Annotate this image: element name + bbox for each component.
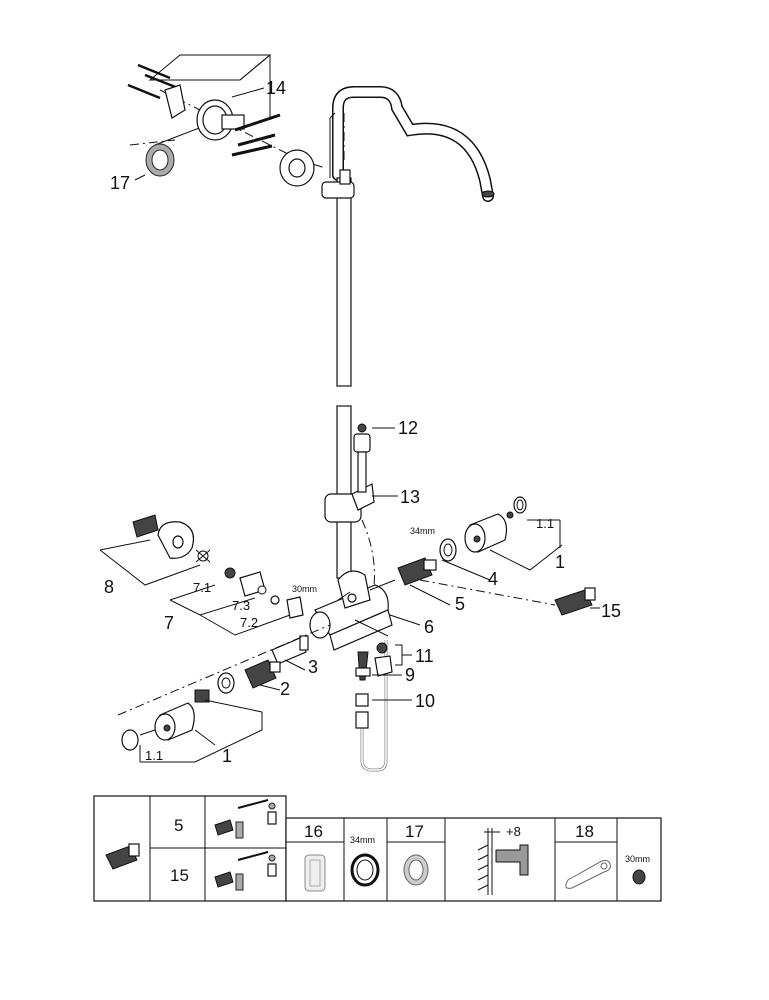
cartridge-2 [244,659,277,689]
label-11: 11 [415,646,434,666]
label-1-left: 1 [222,746,232,766]
label-3: 3 [308,657,318,677]
label-15: 15 [601,601,621,621]
parts-table: 5 15 16 17 18 34mm 30mm + [93,795,662,902]
left-handle-group [99,514,304,636]
label-30mm: 30mm [292,584,317,594]
label-7: 7 [164,613,174,633]
label-9: 9 [405,665,415,685]
seal-ring-icon [403,854,429,886]
table-plus-8: +8 [506,824,521,839]
right-handle-group [397,496,596,616]
riser-pipe-lower [336,405,352,579]
hand-shower-washer [357,423,367,433]
table-header-17: 17 [405,822,424,841]
label-4: 4 [488,569,498,589]
left-cap [121,729,139,751]
label-13: 13 [400,487,420,507]
label-2: 2 [280,679,290,699]
label-34mm: 34mm [410,526,435,536]
label-12: 12 [398,418,418,438]
table-header-16: 16 [304,822,323,841]
label-17: 17 [110,173,130,193]
label-8: 8 [104,577,114,597]
riser-connector [321,181,355,199]
mixer-body [309,570,396,651]
label-7-2: 7.2 [240,615,258,630]
table-34mm: 34mm [350,835,375,845]
thermostat-icon-15 [214,851,277,891]
table-row-15: 15 [170,866,189,885]
diverter-group [355,642,393,707]
table-row-5: 5 [174,816,183,835]
label-5: 5 [455,594,465,614]
label-1-right: 1 [555,552,565,572]
table-30mm: 30mm [625,854,650,864]
label-6: 6 [424,617,434,637]
wall-bracket-group [127,54,315,187]
label-10: 10 [415,691,435,711]
part-3 [271,637,307,665]
riser-pipe-upper [336,177,352,387]
ring-34mm-icon [350,853,380,887]
label-1-1-right: 1.1 [536,516,554,531]
lower-left-group [117,624,331,763]
adapter-15 [554,589,593,616]
nut-icon [632,869,646,885]
shower-column [321,86,495,772]
cartridge-icon [105,843,140,870]
wrench-icon [565,859,611,889]
shower-head-outlet [481,190,495,198]
label-14: 14 [266,78,286,98]
table-header-18: 18 [575,822,594,841]
thermostat-icon-5 [214,799,277,839]
label-1-1-left: 1.1 [145,748,163,763]
hand-shower [353,433,371,453]
wall-mount-icon [477,828,529,895]
label-7-3: 7.3 [232,598,250,613]
tube-icon [304,854,326,892]
label-7-1: 7.1 [193,580,211,595]
